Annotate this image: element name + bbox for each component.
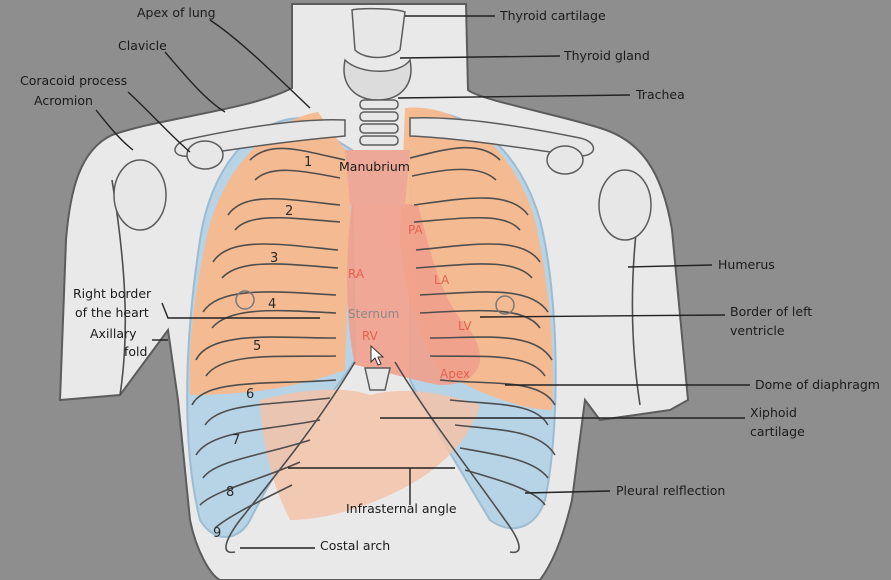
right-lung [189, 112, 352, 395]
label-border-left-1: Border of left [730, 304, 812, 319]
rib-number: 2 [285, 204, 293, 219]
rib-number: 3 [270, 251, 278, 266]
label-xiphoid-1: Xiphoid [750, 405, 797, 420]
label-thyroid-cartilage: Thyroid cartilage [499, 8, 606, 23]
right-ribs [191, 147, 346, 529]
label-axillary-1: Axillary [90, 326, 137, 341]
heart-label-pa: PA [408, 223, 423, 237]
heart-label-la: LA [434, 273, 450, 287]
label-thyroid-gland: Thyroid gland [563, 48, 650, 63]
mouse-cursor-icon [370, 344, 385, 366]
heart [347, 200, 480, 385]
right-nipple [235, 290, 255, 310]
heart-label-ra: RA [348, 267, 365, 281]
manubrium-shape [345, 150, 410, 205]
rib-number: 4 [268, 297, 276, 312]
label-humerus: Humerus [718, 257, 775, 272]
label-infrasternal-angle: Infrasternal angle [346, 501, 457, 516]
label-clavicle: Clavicle [118, 38, 167, 53]
label-apex-of-lung: Apex of lung [137, 5, 216, 20]
left-coracoid [546, 145, 584, 175]
left-nipple [495, 295, 515, 315]
right-humerus-head [113, 159, 167, 231]
rib-number: 1 [304, 155, 312, 170]
right-coracoid [186, 140, 224, 170]
label-coracoid-process: Coracoid process [20, 73, 127, 88]
thyroid-cartilage-shape [351, 7, 406, 59]
rib-number: 7 [232, 433, 240, 448]
left-humerus-head [598, 169, 652, 241]
leader-lines [95, 15, 750, 549]
label-border-left-2: ventricle [730, 323, 785, 338]
label-right-border-1: Right border [73, 286, 152, 301]
label-xiphoid-2: cartilage [750, 424, 805, 439]
rib-number: 8 [226, 485, 234, 500]
label-acromion: Acromion [34, 93, 93, 108]
xiphoid-process [364, 367, 391, 391]
label-right-border-2: of the heart [75, 305, 149, 320]
thyroid-gland-shape [343, 58, 412, 101]
label-trachea: Trachea [635, 87, 685, 102]
label-dome-of-diaphragm: Dome of diaphragm [755, 377, 880, 392]
label-costal-arch: Costal arch [320, 538, 390, 553]
left-costal-margin [394, 361, 520, 554]
rib-number: 6 [246, 387, 254, 402]
label-manubrium: Manubrium [339, 159, 410, 174]
heart-label-rv: RV [362, 329, 379, 343]
rib-number: 5 [253, 339, 261, 354]
label-axillary-2: fold [124, 344, 147, 359]
heart-label-lv: LV [458, 319, 472, 333]
left-clavicle [409, 117, 595, 157]
rib-number: 9 [213, 526, 221, 541]
label-pleural-reflection: Pleural relflection [616, 483, 725, 498]
trachea-rings [359, 99, 399, 146]
heart-label-apex: Apex [440, 367, 470, 381]
label-sternum: Sternum [348, 307, 399, 321]
right-costal-margin [225, 361, 356, 554]
